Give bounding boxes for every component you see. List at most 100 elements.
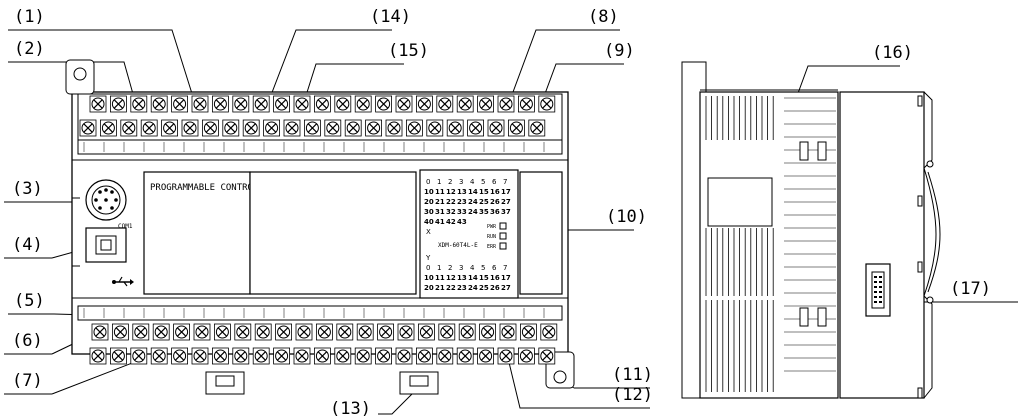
- input-header-label: 7: [503, 178, 507, 186]
- input-led-label: 23: [457, 198, 467, 206]
- connector-pin: [874, 276, 877, 278]
- connector-pin: [874, 286, 877, 288]
- screw-slot: [236, 351, 246, 361]
- screw-terminal-icon: [273, 95, 291, 113]
- screw-slot: [154, 99, 164, 109]
- din-spring: [923, 167, 937, 297]
- screw-terminal-icon: [150, 347, 168, 365]
- side-latch: [799, 307, 809, 327]
- screw-terminal-icon: [520, 323, 537, 341]
- screw-terminal-icon: [232, 347, 250, 365]
- output-led-label: 22: [446, 284, 456, 292]
- screw-terminal-icon: [293, 347, 311, 365]
- input-led-label: 21: [435, 198, 445, 206]
- output-header-label: 4: [470, 264, 475, 272]
- screw-terminal-icon: [436, 347, 454, 365]
- screw-slot: [511, 123, 522, 133]
- side-notch: [917, 387, 923, 399]
- screw-terminal-icon: [354, 95, 372, 113]
- usb-icon: [112, 276, 134, 287]
- cover-panel-right: [249, 171, 417, 295]
- screw-terminal-icon: [518, 95, 535, 113]
- screw-slot: [299, 327, 309, 337]
- din-pivot: [926, 160, 934, 168]
- screw-terminal-icon: [477, 347, 495, 365]
- screw-terminal-icon: [354, 347, 372, 365]
- screw-terminal-icon: [263, 119, 281, 137]
- screw-terminal-icon: [438, 323, 456, 341]
- side-latch: [799, 141, 809, 161]
- screw-terminal-icon: [446, 119, 464, 137]
- input-led-label: 24: [468, 208, 478, 216]
- screw-slot: [217, 327, 228, 337]
- screw-terminal-icon: [89, 347, 107, 365]
- screw-slot: [238, 327, 248, 337]
- cover-panel-left: [143, 171, 251, 295]
- input-led-label: 33: [457, 208, 467, 216]
- screw-terminal-icon: [161, 119, 179, 137]
- input-led-label: 25: [479, 198, 489, 206]
- screw-slot: [215, 351, 226, 361]
- com-pin: [110, 206, 114, 210]
- screw-slot: [480, 351, 491, 361]
- side-body: [699, 91, 839, 399]
- model-label: XDM-60T4L-E: [438, 242, 478, 249]
- screw-terminal-icon: [112, 323, 129, 341]
- screw-slot: [276, 351, 287, 361]
- output-header-label: 2: [448, 264, 452, 272]
- screw-slot: [442, 327, 452, 337]
- callout-label: (15): [388, 41, 429, 61]
- screw-terminal-icon: [211, 95, 229, 113]
- screw-slot: [195, 99, 205, 109]
- screw-slot: [328, 123, 338, 133]
- screw-terminal-icon: [436, 95, 454, 113]
- screw-terminal-icon: [395, 95, 413, 113]
- input-header-label: 0: [426, 178, 430, 186]
- screw-slot: [276, 99, 287, 109]
- screw-terminal-icon: [497, 95, 515, 113]
- output-led-label: 17: [501, 274, 511, 282]
- screw-slot: [174, 99, 185, 109]
- screw-terminal-icon: [499, 323, 517, 341]
- screw-terminal-icon: [313, 347, 331, 365]
- output-led-label: 27: [501, 284, 511, 292]
- input-led-label: 32: [446, 208, 456, 216]
- input-header-label: 1: [437, 178, 441, 186]
- callout-label: (1): [14, 7, 45, 27]
- screw-terminal-icon: [487, 119, 505, 137]
- screw-terminal-icon: [110, 95, 127, 113]
- screw-terminal-icon: [538, 95, 556, 113]
- screw-slot: [544, 327, 554, 337]
- brand-label: PROGRAMMABLE CONTROLLER: [150, 183, 275, 193]
- usb-dot: [112, 280, 116, 284]
- side-label-panel: [707, 177, 773, 227]
- screw-slot: [480, 99, 491, 109]
- screw-slot: [197, 327, 207, 337]
- input-led-label: 20: [424, 198, 434, 206]
- output-header-label: 3: [459, 264, 463, 272]
- screw-slot: [358, 99, 368, 109]
- screw-slot: [378, 99, 389, 109]
- screw-slot: [419, 99, 430, 109]
- screw-terminal-icon: [417, 323, 435, 341]
- screw-slot: [470, 123, 481, 133]
- input-led-label: 10: [424, 188, 434, 196]
- screw-slot: [523, 327, 534, 337]
- screw-terminal-icon: [140, 119, 158, 137]
- output-led-label: 11: [435, 274, 445, 282]
- screw-terminal-icon: [405, 119, 423, 137]
- screw-terminal-icon: [242, 119, 260, 137]
- output-led-label: 26: [490, 284, 500, 292]
- input-led-label: 27: [501, 198, 511, 206]
- output-led-label: 14: [468, 274, 478, 282]
- callout-label: (7): [12, 371, 43, 391]
- screw-slot: [521, 99, 532, 109]
- status-led: [499, 232, 507, 240]
- screw-terminal-icon: [211, 347, 229, 365]
- output-led-label: 25: [479, 284, 489, 292]
- screw-slot: [256, 99, 266, 109]
- screw-terminal-icon: [273, 347, 291, 365]
- screw-terminal-icon: [344, 119, 362, 137]
- screw-slot: [409, 123, 420, 133]
